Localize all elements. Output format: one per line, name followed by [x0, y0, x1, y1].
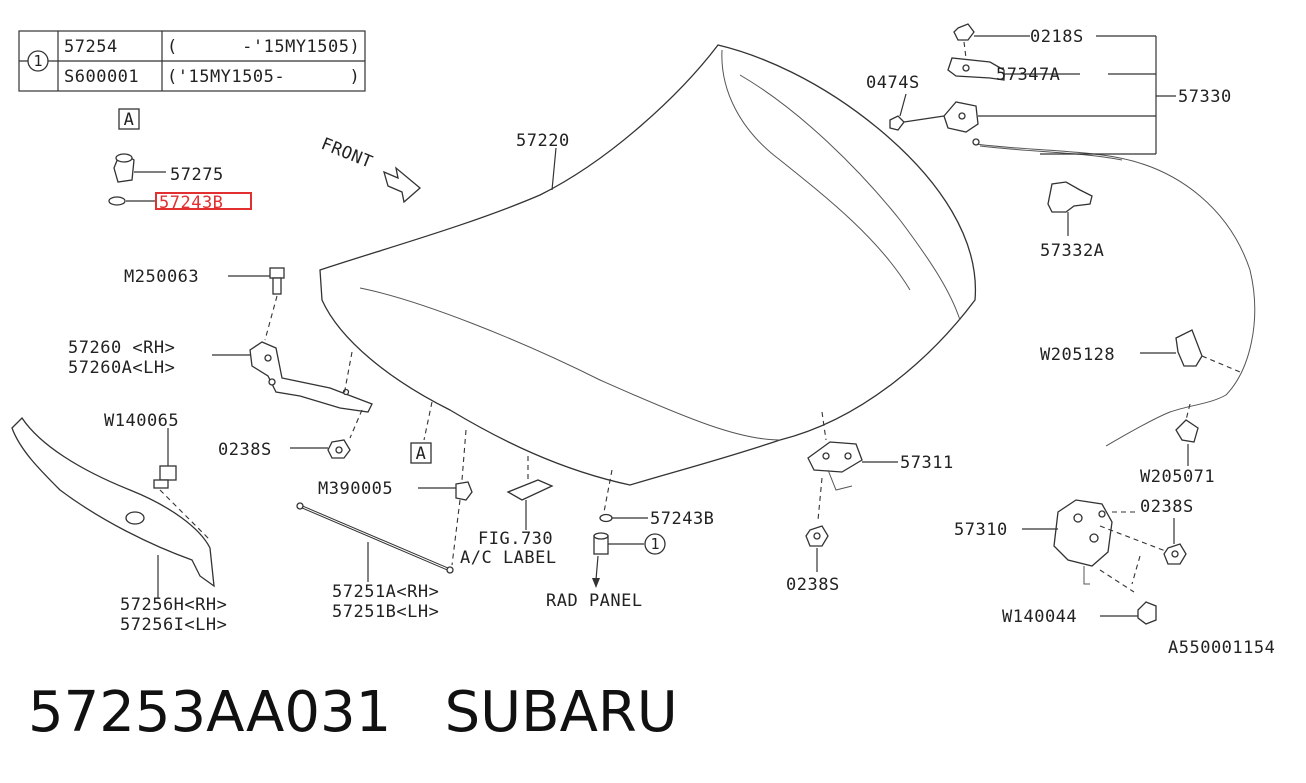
hinge-57260: 57260 <RH> 57260A<LH> — [68, 338, 373, 439]
stud-m390005: M390005 — [318, 429, 473, 566]
label-0238s-right: 0238S — [1140, 497, 1194, 517]
label-0218s: 0218S — [1030, 27, 1084, 47]
clip-w140065: W140065 — [104, 411, 211, 541]
label-57260-rh: 57260 <RH> — [68, 338, 175, 358]
table-row-range: ( -'15MY1505) — [167, 37, 360, 57]
label-w140044: W140044 — [1002, 607, 1077, 627]
handle-57332a: 57332A — [1040, 181, 1104, 261]
label-0474s: 0474S — [866, 73, 920, 93]
nut-0238s-left: 0238S — [218, 439, 351, 460]
table-row-part: 57254 — [64, 37, 118, 57]
label-57243b: 57243B — [650, 509, 714, 529]
table-row-part: S600001 — [64, 67, 139, 87]
washer-57243b-highlight: 57243B — [108, 192, 252, 213]
nut-0238s-center: 0238S — [786, 525, 840, 595]
nut-0218s: 0218S — [953, 23, 1084, 47]
ref-marker-circle — [27, 50, 49, 72]
front-indicator: FRONT — [318, 134, 422, 204]
ac-label-part: FIG.730 A/C LABEL — [460, 456, 557, 568]
label-57260a-lh: 57260A<LH> — [68, 358, 175, 378]
label-57220: 57220 — [516, 131, 570, 151]
label-57243b-highlight: 57243B — [159, 193, 223, 213]
highlight-box — [155, 192, 252, 210]
ref-marker: 1 — [33, 52, 42, 70]
washer-57243b: 57243B — [599, 469, 714, 529]
clip-w205128: W205128 — [1040, 329, 1241, 373]
label-w205071: W205071 — [1140, 467, 1215, 487]
label-0238s-left: 0238S — [218, 440, 272, 460]
seal-57256h: 57256H<RH> 57256I<LH> — [11, 416, 227, 635]
label-ac-label: A/C LABEL — [460, 548, 557, 568]
bumper-57275: 57275 — [113, 153, 224, 185]
label-w205128: W205128 — [1040, 345, 1115, 365]
label-0238s-center: 0238S — [786, 575, 840, 595]
nut-0238s-right: 0238S — [1140, 497, 1194, 565]
bracket-57347a: 57347A — [947, 41, 1080, 85]
clip-w205071: W205071 — [1140, 403, 1215, 487]
label-w140065: W140065 — [104, 411, 179, 431]
callout-a-lower: A — [410, 401, 433, 464]
label-57332a: 57332A — [1040, 241, 1104, 261]
diagram-id: A550001154 — [1168, 638, 1275, 658]
footer-caption: 57253AA031 SUBARU — [28, 680, 678, 745]
label-57256i-lh: 57256I<LH> — [120, 615, 227, 635]
callout-a-top: A — [118, 108, 140, 130]
striker-57311: 57311 — [807, 411, 954, 521]
callout-letter: A — [416, 444, 427, 464]
label-57256h-rh: 57256H<RH> — [120, 595, 227, 615]
bolt-m250063: M250063 — [124, 267, 285, 341]
footer-part-number: 57253AA031 — [28, 680, 392, 745]
label-57251a-rh: 57251A<RH> — [332, 582, 439, 602]
label-rad-panel: RAD PANEL — [546, 591, 643, 611]
latch-lever-57330: 57330 — [943, 35, 1256, 447]
label-fig730: FIG.730 — [478, 529, 553, 549]
table-row-range: ('15MY1505- ) — [167, 67, 360, 87]
label-57275: 57275 — [170, 165, 224, 185]
screw-0474s: 0474S — [866, 73, 945, 131]
label-57251b-lh: 57251B<LH> — [332, 602, 439, 622]
reference-table: 1 57254 ( -'15MY1505) S600001 ('15MY1505… — [18, 30, 366, 92]
hood-panel: 57220 — [319, 44, 977, 486]
label-57311: 57311 — [900, 453, 954, 473]
footer-brand: SUBARU — [444, 680, 678, 745]
front-label: FRONT — [318, 134, 375, 173]
hood-outline — [319, 44, 977, 486]
label-m250063: M250063 — [124, 267, 199, 287]
stay-rod-57251a: 57251A<RH> 57251B<LH> — [296, 502, 454, 622]
label-57347a: 57347A — [996, 65, 1060, 85]
callout-letter: A — [124, 110, 135, 130]
latch-57310: 57310 — [954, 499, 1169, 593]
label-m390005: M390005 — [318, 479, 393, 499]
ref-1: 1 — [650, 535, 659, 553]
label-57310: 57310 — [954, 520, 1008, 540]
bumper-ref-1: 1 RAD PANEL — [546, 532, 666, 611]
bolt-w140044: W140044 — [1002, 601, 1157, 627]
label-57330: 57330 — [1178, 87, 1232, 107]
